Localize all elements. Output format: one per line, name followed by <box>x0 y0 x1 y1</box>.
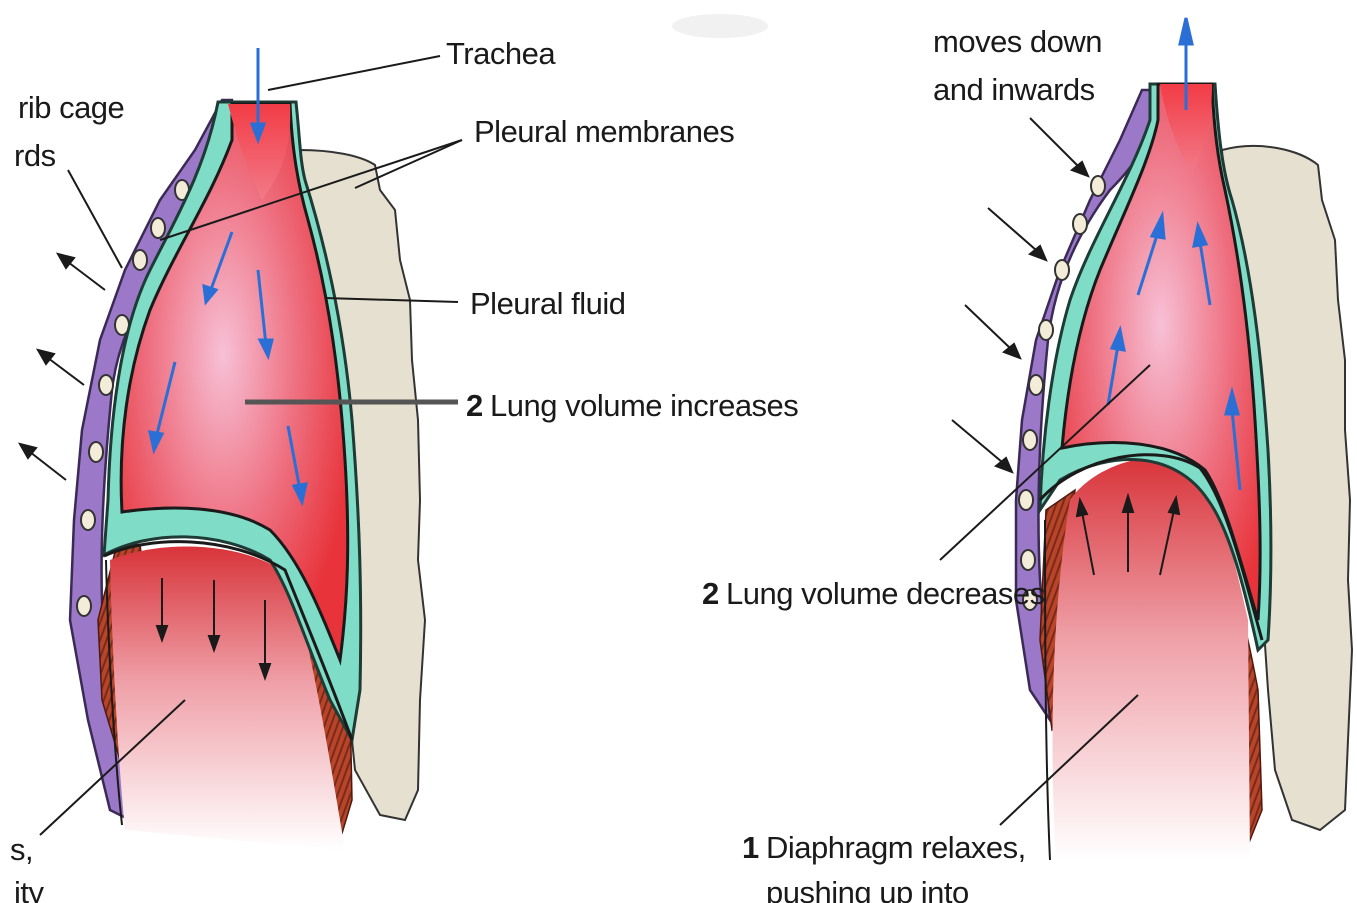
label-left-bottom-line1: s, <box>10 832 33 867</box>
label-right-rib-line2: and inwards <box>933 72 1095 107</box>
label-diaphragm-line2: pushing up into <box>766 875 969 903</box>
left-diagram <box>20 48 462 850</box>
label-trachea: Trachea <box>446 36 556 71</box>
label-diaphragm-number: 1 <box>742 830 759 865</box>
label-left-rib-line2: rds <box>14 138 56 173</box>
label-left-bottom-line2: ity <box>14 875 45 903</box>
label-lung-volume-increases: Lung volume increases <box>490 388 798 423</box>
label-pleural-fluid: Pleural fluid <box>470 286 625 321</box>
label-lung-volume-decreases: Lung volume decreases <box>726 576 1045 611</box>
right-diagram <box>940 18 1352 860</box>
label-left-rib-line1: rib cage <box>18 90 124 125</box>
watermark-smudge <box>672 14 768 38</box>
label-pleural-membranes: Pleural membranes <box>474 114 734 149</box>
label-left-step-number: 2 <box>466 388 483 423</box>
label-diaphragm-line1: Diaphragm relaxes, <box>766 830 1026 865</box>
label-right-step-number: 2 <box>702 576 719 611</box>
label-right-rib-line1: moves down <box>933 24 1102 59</box>
